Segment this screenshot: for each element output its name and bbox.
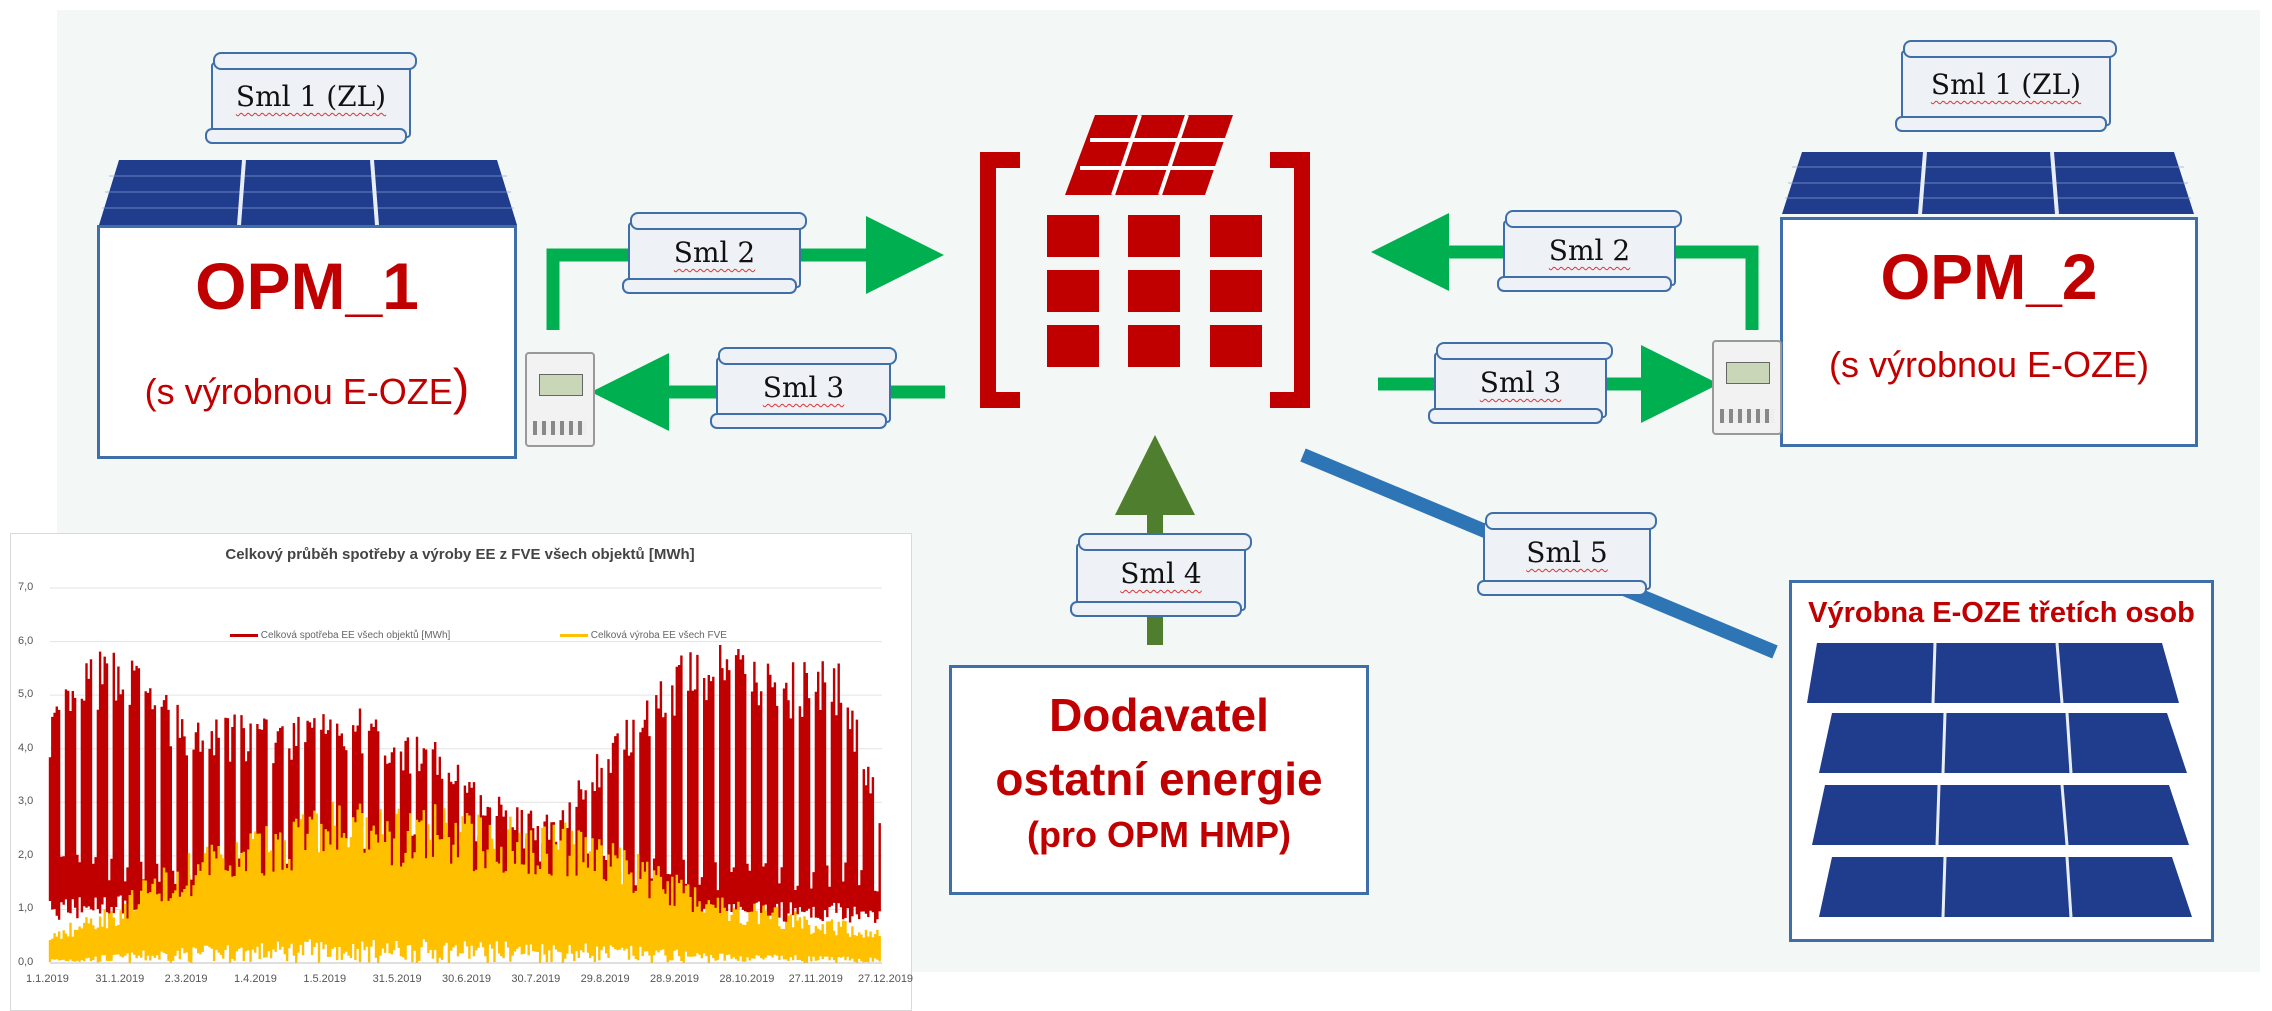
sml3-left-label: Sml 3 [762,371,845,404]
opm1-subtitle: (s výrobnou E-OZE) [100,358,514,416]
opm1-title: OPM_1 [195,249,419,323]
legend-label-consumption: Celková spotřeba EE všech objektů [MWh] [260,630,451,641]
solar-panel-icon [99,159,517,226]
y-tick-label: 2,0 [18,848,34,861]
legend-production: Celková výroba EE všech FVE [560,630,727,641]
contract-scroll-icon: Sml 2 [1497,210,1682,292]
supplier-line2: ostatní energie [995,753,1323,805]
x-tick-label: 30.6.2019 [442,973,491,985]
supplier-line3: (pro OPM HMP) [1027,814,1291,855]
building-icon [980,114,1310,408]
y-tick-label: 1,0 [18,902,34,915]
x-tick-label: 1.1.2019 [26,973,69,985]
legend-label-production: Celková výroba EE všech FVE [590,630,727,641]
electricity-meter-icon [525,352,595,447]
x-tick-label: 2.3.2019 [164,973,208,985]
opm1-subtitle-close: ) [452,359,470,415]
sml5-label: Sml 5 [1526,536,1608,569]
x-tick-label: 1.5.2019 [303,973,347,985]
opm2-title: OPM_2 [1880,241,2098,313]
x-tick-label: 30.7.2019 [511,973,561,985]
solar-panel-icon [1782,151,2194,215]
x-tick-label: 27.12.2019 [858,973,914,985]
x-tick-label: 31.1.2019 [95,973,145,985]
contract-scroll-icon: Sml 2 [622,212,807,294]
chart-title: Celkový průběh spotřeby a výroby EE z FV… [225,546,695,563]
legend-swatch-consumption [230,633,258,637]
legend-consumption: Celková spotřeba EE všech objektů [MWh] [230,630,450,641]
electricity-meter-icon [1712,340,1782,435]
y-tick-label: 0,0 [18,956,34,968]
opm1-box: OPM_1 (s výrobnou E-OZE) [97,225,517,459]
sml2-left-label: Sml 2 [673,236,756,269]
x-tick-label: 29.8.2019 [580,973,630,985]
contract-scroll-icon: Sml 4 [1070,533,1252,617]
contract-scroll-icon: Sml 3 [1428,342,1613,424]
opm2-subtitle: (s výrobnou E-OZE) [1828,344,2150,385]
sml4-label: Sml 4 [1120,557,1202,590]
x-tick-label: 27.11.2019 [788,973,843,985]
supplier-line1: Dodavatel [1049,689,1269,741]
third-party-title: Výrobna E-OZE třetích osob [1808,597,2195,629]
legend-swatch-production [560,633,588,637]
contract-scroll-icon: Sml 1 (ZL) [1895,40,2117,132]
sml3-right-label: Sml 3 [1479,366,1562,399]
sml1-left-label: Sml 1 (ZL) [235,80,387,113]
third-party-box: Výrobna E-OZE třetích osob [1789,580,2214,942]
x-tick-label: 28.9.2019 [650,973,699,985]
y-tick-label: 7,0 [18,581,34,593]
contract-scroll-icon: Sml 1 (ZL) [205,52,417,144]
opm2-box: OPM_2 (s výrobnou E-OZE) [1780,217,2198,447]
x-tick-label: 28.10.2019 [719,973,775,985]
sml2-right-label: Sml 2 [1548,234,1631,267]
sml1-right-label: Sml 1 (ZL) [1930,68,2082,101]
y-tick-label: 6,0 [18,634,34,647]
y-tick-label: 5,0 [18,688,34,701]
solar-array-icon [1807,642,2192,918]
supplier-box: Dodavatel ostatní energie (pro OPM HMP) [949,665,1369,895]
y-tick-label: 3,0 [18,795,34,808]
series-production [48,801,881,963]
y-tick-label: 4,0 [18,741,34,754]
opm1-subtitle-text: (s výrobnou E-OZE [144,371,453,412]
x-tick-label: 1.4.2019 [234,973,277,985]
x-tick-label: 31.5.2019 [372,973,422,985]
contract-scroll-icon: Sml 3 [710,347,897,429]
contract-scroll-icon: Sml 5 [1477,512,1657,596]
